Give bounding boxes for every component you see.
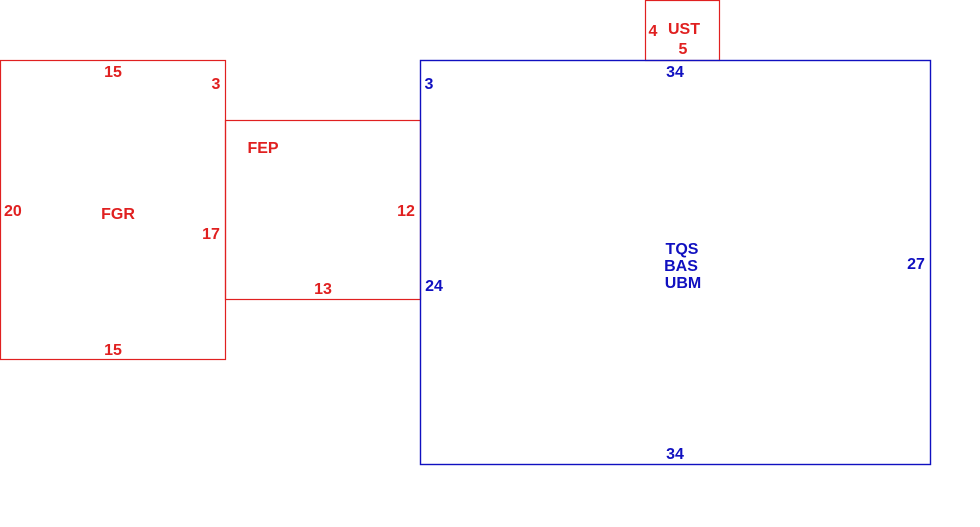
main-bottom-dimension: 34 — [666, 446, 684, 463]
main-top-left-dimension: 3 — [425, 76, 434, 93]
fep-bottom-dimension: 13 — [314, 281, 332, 298]
fgr-bottom-dimension: 15 — [104, 342, 122, 359]
ust-room-name: UST — [668, 21, 700, 38]
fgr-top-right-dimension: 3 — [212, 76, 221, 93]
main-right-dimension: 27 — [907, 256, 925, 273]
room-main-outline — [419, 59, 932, 466]
main-room-name-1: TQS — [666, 241, 699, 258]
main-top-dimension: 34 — [666, 64, 684, 81]
main-room-name-2: BAS — [664, 258, 698, 275]
fep-room-name: FEP — [247, 140, 278, 157]
fgr-room-name: FGR — [101, 206, 135, 223]
fgr-right-dimension: 17 — [202, 226, 220, 243]
fgr-top-dimension: 15 — [104, 64, 122, 81]
main-room-name-3: UBM — [665, 275, 701, 292]
fep-right-dimension: 12 — [397, 203, 415, 220]
fgr-left-dimension: 20 — [4, 203, 22, 220]
ust-bottom-dimension: 5 — [679, 41, 688, 58]
main-left-dimension: 24 — [425, 278, 443, 295]
ust-left-dimension: 4 — [649, 23, 658, 40]
